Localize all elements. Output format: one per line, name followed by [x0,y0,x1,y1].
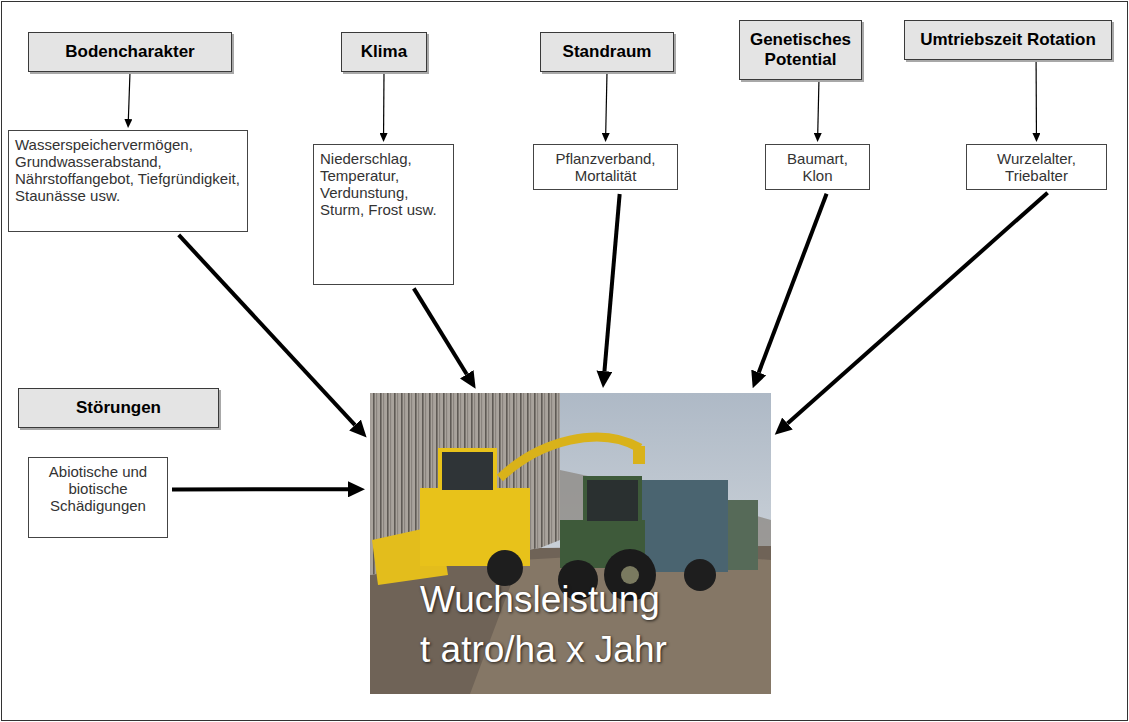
trailer-wheel [684,559,716,591]
factor-title: Standraum [549,42,665,62]
factor-header: Klima [341,32,427,72]
factor-header: Umtriebszeit Rotation [904,20,1112,60]
result-photo: Wuchsleistung t atro/ha x Jahr [370,393,771,694]
influence-arrow [759,194,827,373]
spout-end [633,446,645,464]
tractor-cab [585,478,640,523]
detail-box: Baumart, Klon [765,144,870,190]
influence-arrow [604,194,619,371]
factor-title: Umtriebszeit Rotation [913,30,1103,50]
factor-header: Störungen [18,388,219,428]
factor-details: Wasserspeichervermögen, Grundwasserabsta… [15,136,241,204]
factor-header: Bodencharakter [28,32,232,72]
detail-box: Pflanzverband, Mortalität [533,144,678,190]
factor-arrow [383,74,385,133]
result-label: Wuchsleistung t atro/ha x Jahr [420,575,672,675]
harvest-photo [370,393,771,694]
factor-title: Bodencharakter [37,42,223,62]
factor-title: Störungen [27,398,210,418]
factor-arrow [818,82,819,133]
factor-header: Genetisches Potential [739,20,862,80]
factor-details: Niederschlag, Temperatur, Verdunstung, S… [320,150,447,218]
harvester-cab [440,450,495,492]
factor-details: Wurzelalter, Triebalter [973,150,1100,184]
factor-header: Standraum [540,32,674,72]
factor-title: Klima [350,42,418,62]
factor-details: Abiotische und biotische Schädigungen [35,463,161,514]
factor-title: Genetisches Potential [748,30,853,70]
harvester-spout [500,437,640,478]
detail-box: Wurzelalter, Triebalter [966,144,1107,190]
influence-arrow [787,193,1047,424]
detail-box: Wasserspeichervermögen, Grundwasserabsta… [8,130,248,232]
factor-arrow [1035,62,1037,133]
influence-arrow [414,288,467,374]
second-tractor [728,500,758,570]
photo-sky [370,393,771,694]
trailer [640,480,728,572]
factor-arrow [606,74,607,133]
detail-box: Niederschlag, Temperatur, Verdunstung, S… [313,144,454,285]
factor-details: Baumart, Klon [772,150,863,184]
factor-arrow [128,74,130,119]
factor-details: Pflanzverband, Mortalität [540,150,671,184]
influence-arrow [172,487,348,491]
detail-box: Abiotische und biotische Schädigungen [28,457,168,538]
